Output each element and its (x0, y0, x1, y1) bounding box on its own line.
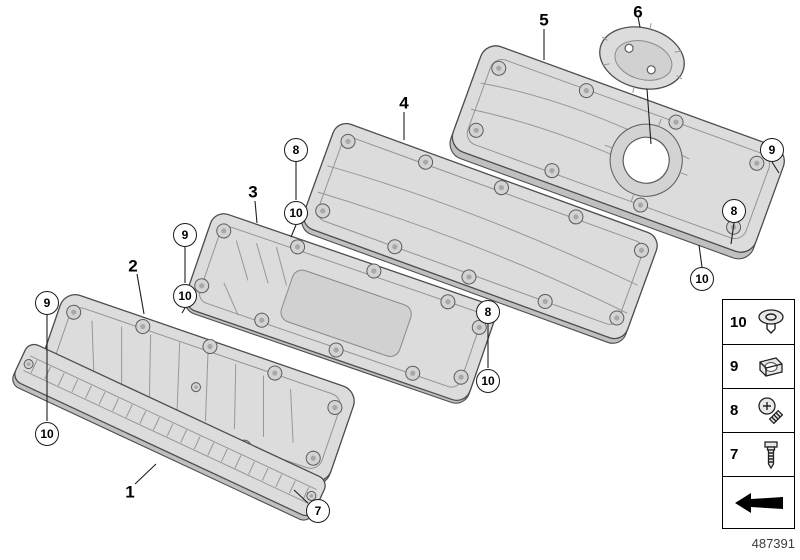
part-5-drawing (449, 45, 785, 260)
part-3-drawing (184, 213, 496, 404)
expansion-rivet-icon (758, 309, 784, 334)
fastener-callout-10[interactable]: 10 (35, 422, 59, 446)
fastener-callout-9[interactable]: 9 (173, 223, 197, 247)
legend-label-9: 9 (730, 358, 739, 375)
legend-label-8: 8 (730, 402, 739, 419)
callout-part-2[interactable]: 2 (128, 256, 138, 276)
fastener-callout-10[interactable]: 10 (690, 267, 714, 291)
callout-part-1[interactable]: 1 (125, 482, 135, 502)
fastener-callout-9[interactable]: 9 (35, 291, 59, 315)
direction-arrow-icon (734, 492, 783, 513)
diagram-number: 487391 (751, 536, 795, 551)
fastener-callout-8[interactable]: 8 (476, 300, 500, 324)
fastener-callout-10[interactable]: 10 (173, 284, 197, 308)
fastener-callout-10[interactable]: 10 (476, 369, 500, 393)
hex-screw-icon (764, 440, 778, 469)
callout-part-3[interactable]: 3 (248, 182, 258, 202)
fastener-legend: 10 9 8 (722, 299, 795, 529)
clip-nut-icon (759, 356, 783, 377)
legend-label-10: 10 (730, 313, 747, 331)
callout-part-5[interactable]: 5 (539, 10, 549, 30)
fastener-callout-7[interactable]: 7 (306, 499, 330, 523)
leader-lines (46, 16, 780, 504)
part-6-drawing (599, 23, 685, 93)
fastener-callout-8[interactable]: 8 (722, 199, 746, 223)
legend-item-8[interactable]: 8 (723, 388, 794, 432)
fastener-callout-9[interactable]: 9 (760, 138, 784, 162)
legend-label-7: 7 (730, 446, 739, 463)
legend-item-10[interactable]: 10 (723, 300, 794, 344)
fastener-callout-8[interactable]: 8 (284, 138, 308, 162)
legend-item-direction[interactable] (723, 476, 794, 528)
callout-part-6[interactable]: 6 (633, 2, 643, 22)
legend-item-9[interactable]: 9 (723, 344, 794, 388)
callout-part-4[interactable]: 4 (399, 93, 409, 113)
torx-screw-icon (758, 396, 784, 424)
part-4-drawing (301, 122, 658, 344)
legend-item-7[interactable]: 7 (723, 432, 794, 476)
fastener-callout-10[interactable]: 10 (284, 201, 308, 225)
